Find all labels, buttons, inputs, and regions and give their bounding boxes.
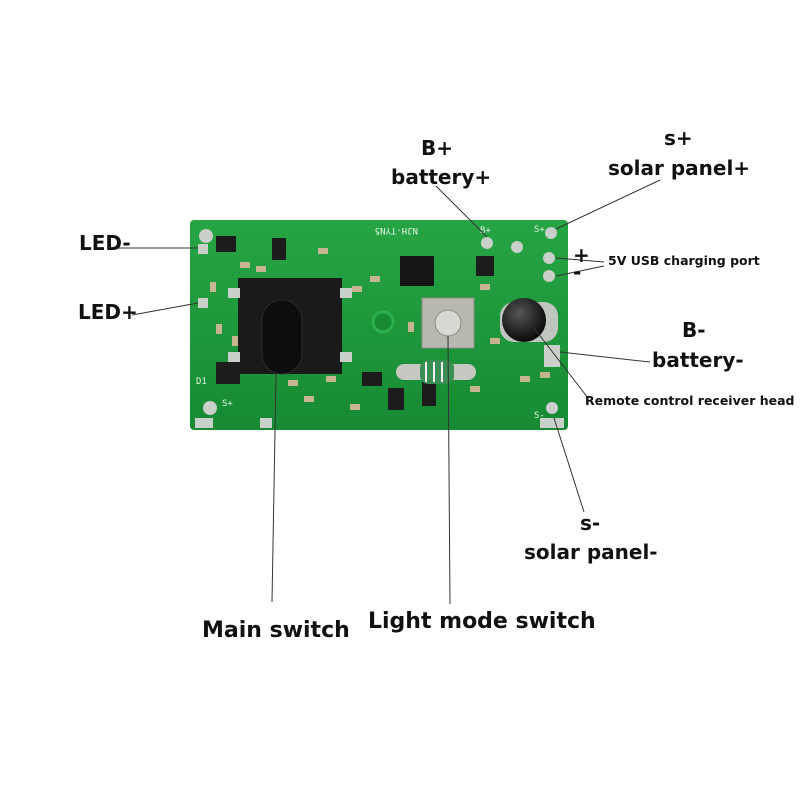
inductor (396, 360, 476, 384)
component-q1 (216, 236, 236, 252)
label-b-plus-desc: battery+ (391, 165, 492, 189)
component-q5 (362, 372, 382, 386)
mount-hole (203, 401, 217, 415)
led-minus-pad (198, 244, 208, 254)
label-b-minus-desc: battery- (652, 348, 744, 372)
label-usb-desc: 5V USB charging port (608, 253, 760, 268)
center-via (371, 310, 395, 334)
b-plus-pad (481, 237, 493, 249)
label-light-mode-switch: Light mode switch (368, 609, 596, 634)
ir-receiver (500, 298, 558, 342)
leader-s-minus (553, 417, 585, 513)
edge-pad (195, 418, 213, 428)
label-s-plus-title: s+ (664, 126, 693, 150)
component-u (476, 256, 494, 276)
leader-b-plus (435, 185, 488, 238)
silk-model: NJH-TYN5 (375, 225, 418, 235)
label-s-minus-title: s- (580, 511, 601, 535)
leader-b-minus (559, 351, 651, 363)
label-led-minus: LED- (79, 231, 131, 255)
leader-s-plus (555, 179, 661, 230)
label-s-minus-desc: solar panel- (524, 540, 658, 564)
s-plus-pad (545, 227, 557, 239)
label-usb-plus: + (573, 243, 590, 267)
component-q4 (272, 238, 286, 260)
leader-remote (533, 327, 589, 399)
b-minus-pad (544, 345, 560, 367)
leader-led-plus (131, 302, 199, 316)
diode-d1 (216, 362, 240, 384)
led-plus-pad (198, 298, 208, 308)
silk-s-plus: S+ (534, 225, 545, 235)
ic-chip (400, 256, 434, 286)
label-main-switch: Main switch (202, 618, 350, 643)
pcb-board: NJH-TYN5 B+ S+ S- S+ D1 (190, 220, 568, 430)
label-remote-receiver: Remote control receiver head (585, 393, 795, 408)
edge-pad (260, 418, 272, 428)
label-b-minus-title: B- (682, 318, 706, 342)
main-switch-body (228, 278, 352, 375)
component-q3 (388, 388, 404, 410)
label-b-plus-title: B+ (421, 136, 454, 160)
leader-lines (118, 179, 661, 605)
via-pad (511, 241, 523, 253)
leader-light-mode (447, 335, 451, 605)
silk-d1: D1 (196, 377, 207, 387)
silk-s-minus: S- (534, 411, 545, 421)
usb-minus-pad (543, 270, 555, 282)
label-s-plus-desc: solar panel+ (608, 156, 751, 180)
edge-pad (540, 418, 564, 428)
leader-main-switch (271, 373, 277, 603)
leader-usb-plus (555, 257, 605, 263)
component-u2 (422, 382, 436, 406)
mount-hole (546, 402, 558, 414)
mount-hole (199, 229, 213, 243)
leader-usb-minus (555, 265, 605, 277)
label-usb-minus: - (573, 260, 582, 284)
silk-b-plus: B+ (480, 226, 491, 236)
usb-plus-pad (543, 252, 555, 264)
silk-s-plus-lower: S+ (222, 399, 233, 409)
label-led-plus: LED+ (78, 300, 138, 324)
